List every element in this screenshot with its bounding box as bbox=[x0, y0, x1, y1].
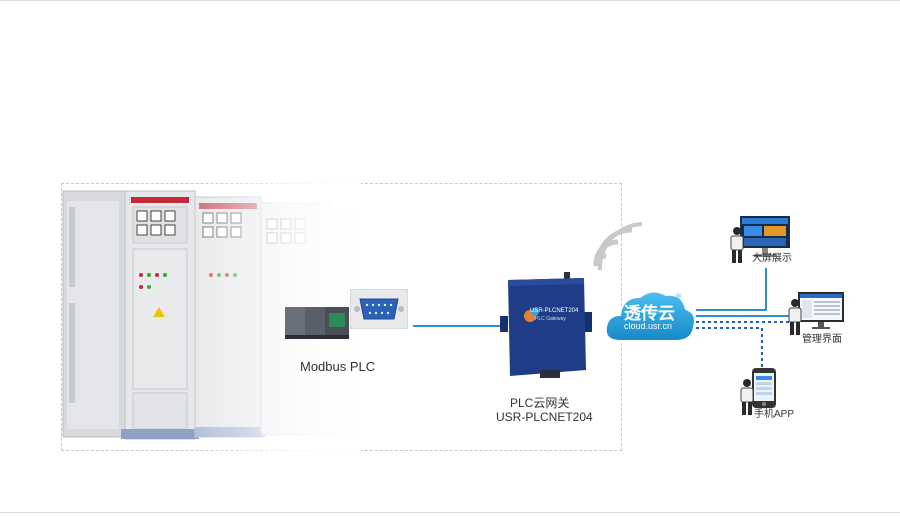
plc-module-icon bbox=[285, 307, 349, 339]
plc-label: Modbus PLC bbox=[300, 359, 376, 374]
phone-icon bbox=[752, 368, 776, 408]
cloud-icon bbox=[604, 290, 696, 342]
cloud-title: 透传云 bbox=[624, 304, 675, 323]
endpoint-label-management: 管理界面 bbox=[802, 334, 842, 345]
top-divider bbox=[0, 0, 900, 1]
gateway-device-subtext: PLC Gateway bbox=[535, 316, 566, 322]
monitor-icon bbox=[740, 216, 790, 257]
cloud-endpoint-links bbox=[696, 268, 794, 376]
person-icon bbox=[740, 379, 754, 415]
person-icon bbox=[730, 227, 744, 263]
endpoint-label-screen: 大屏展示 bbox=[752, 253, 792, 264]
cloud-subtitle: cloud.usr.cn bbox=[624, 321, 673, 331]
endpoint-label-app: 手机APP bbox=[754, 409, 795, 420]
gateway-device-icon bbox=[500, 272, 592, 378]
db9-connector-icon bbox=[350, 289, 408, 329]
monitor-icon bbox=[798, 292, 844, 329]
gateway-label-line2: USR-PLCNET204 bbox=[496, 410, 593, 424]
person-icon bbox=[788, 299, 802, 335]
cloud-reg-mark: ® bbox=[676, 294, 682, 301]
gateway-device-text: USR-PLCNET204 bbox=[530, 308, 579, 314]
wifi-signal-icon bbox=[593, 222, 643, 271]
plc-gateway-link bbox=[413, 325, 500, 327]
bottom-divider bbox=[0, 512, 900, 513]
gateway-label-line1: PLC云网关 bbox=[510, 396, 570, 410]
